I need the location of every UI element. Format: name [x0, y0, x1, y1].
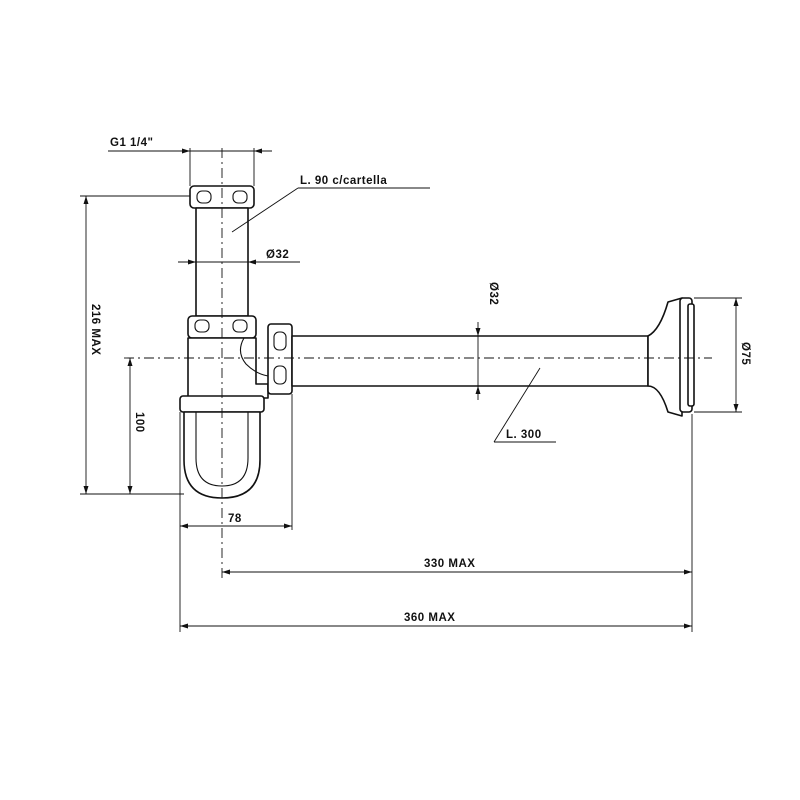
tailpiece-length-label: L. 90 c/cartella	[300, 175, 387, 187]
horizontal-pipe	[291, 335, 649, 387]
center-axes	[124, 148, 712, 578]
dimension-rosette-diameter: Ø75	[694, 297, 751, 413]
height-100-label: 100	[133, 412, 145, 433]
length-360-label: 360 MAX	[404, 612, 455, 624]
dimension-tailpiece-diameter: Ø32	[178, 249, 300, 265]
height-max-label: 216 MAX	[89, 304, 101, 355]
tailpiece-diameter-label: Ø32	[266, 249, 289, 261]
dimension-length-360: 360 MAX	[180, 612, 692, 629]
pipe-length-label: L. 300	[506, 429, 542, 441]
wall-rosette	[647, 297, 695, 417]
leader-pipe-length: L. 300	[493, 367, 556, 443]
dimension-pipe-diameter: Ø32	[475, 282, 499, 400]
dimension-offset-78: 78	[179, 394, 293, 632]
dimension-thread: G1 1/4"	[108, 137, 272, 186]
trap-upper-body	[187, 315, 269, 399]
dimension-height-max: 216 MAX	[80, 195, 190, 495]
leader-tailpiece-length: L. 90 c/cartella	[231, 175, 430, 233]
pipe-diameter-label: Ø32	[487, 282, 499, 305]
rosette-diameter-label: Ø75	[739, 342, 751, 365]
offset-78-label: 78	[228, 513, 242, 525]
dimension-height-100: 100	[127, 358, 145, 494]
length-330-label: 330 MAX	[424, 558, 475, 570]
dimension-length-330: 330 MAX	[222, 414, 693, 632]
outlet-nut	[267, 323, 293, 395]
thread-label: G1 1/4"	[110, 137, 153, 149]
